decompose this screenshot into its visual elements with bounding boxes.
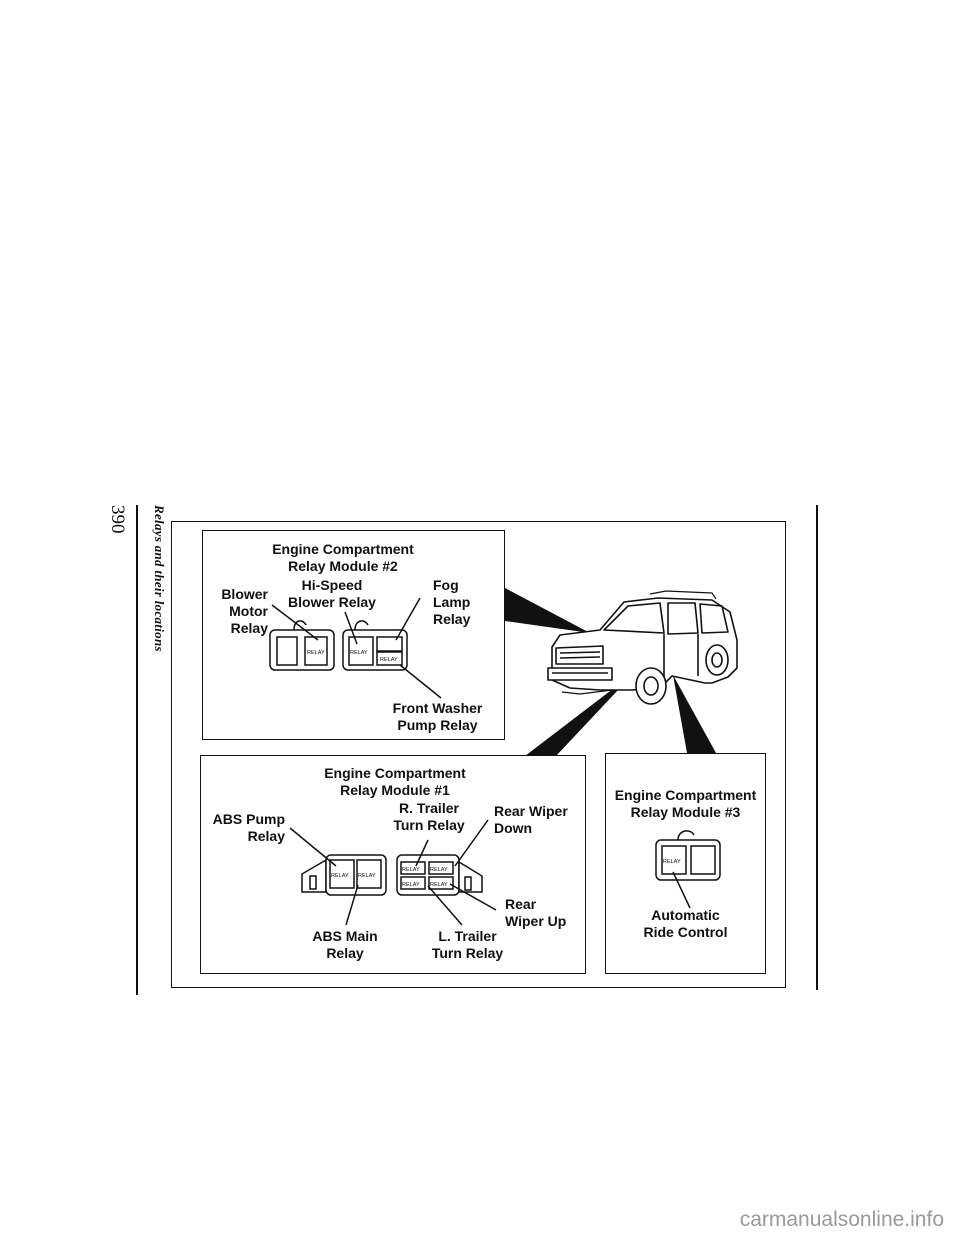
leader-blower-motor — [271, 604, 319, 641]
pointer-beam-module2 — [505, 588, 590, 633]
left-rule — [136, 505, 138, 995]
leader-rear-wiper-up — [449, 883, 497, 911]
leader-fog-lamp — [395, 597, 421, 641]
leader-automatic-ride — [672, 871, 691, 909]
module2-relay-block — [269, 620, 408, 671]
module1-relay-text-4: RELAY — [430, 867, 448, 873]
leader-front-washer — [399, 664, 442, 699]
module3-relay-text-1: RELAY — [663, 859, 681, 865]
module2-relay-text-1: RELAY — [307, 650, 325, 656]
leader-rear-wiper-down — [454, 819, 489, 867]
module1-panel — [200, 755, 586, 974]
module1-relay-text-2: RELAY — [358, 873, 376, 879]
leader-l-trailer — [427, 885, 463, 926]
leader-r-trailer — [415, 839, 429, 867]
module1-relay-text-5: RELAY — [402, 882, 420, 888]
module3-relay-block — [655, 830, 721, 881]
leader-abs-main — [345, 884, 359, 926]
leader-hi-speed — [344, 611, 358, 645]
vehicle-illustration — [547, 590, 738, 705]
module2-panel — [202, 530, 505, 740]
watermark: carmanualsonline.info — [739, 1208, 944, 1231]
right-rule — [816, 505, 818, 990]
module2-relay-text-3: RELAY — [380, 657, 398, 663]
pointer-beam-module3 — [673, 675, 716, 753]
module1-relay-text-3: RELAY — [402, 867, 420, 873]
pointer-beam-module1 — [525, 672, 635, 756]
module1-relay-text-6: RELAY — [430, 882, 448, 888]
module2-relay-text-2: RELAY — [350, 650, 368, 656]
module3-panel — [605, 753, 766, 974]
leader-abs-pump — [289, 827, 337, 867]
module1-relay-text-1: RELAY — [331, 873, 349, 879]
module1-relay-block — [301, 854, 483, 896]
